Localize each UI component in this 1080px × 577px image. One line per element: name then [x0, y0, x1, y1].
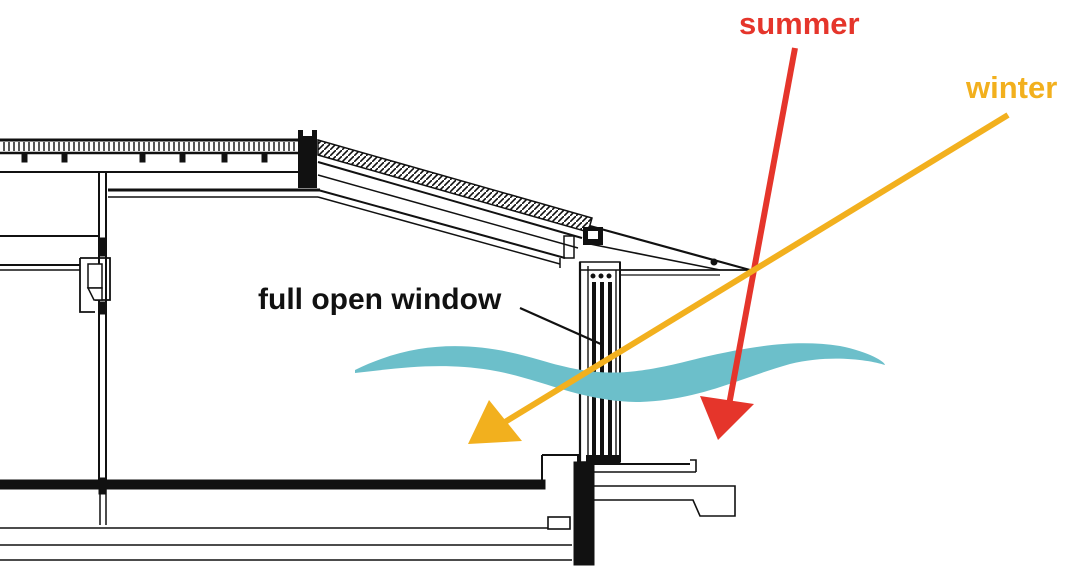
summer-sun-ray: [700, 47, 798, 440]
ridge-beam: [298, 130, 317, 188]
ceiling: [108, 188, 320, 198]
winter-sun-ray: [468, 112, 1010, 444]
summer-label: summer: [739, 6, 860, 41]
window-leader-line: [519, 306, 604, 347]
flat-roof: [0, 138, 305, 173]
left-interior: [0, 172, 111, 495]
foundation-wall: [541, 454, 595, 566]
window-label: full open window: [258, 283, 502, 316]
roof-insulation-ticks: [3, 142, 300, 151]
breeze-wave: [355, 343, 885, 402]
winter-label: winter: [965, 70, 1057, 105]
sloped-roof: [317, 139, 752, 276]
exterior-deck: [594, 459, 736, 517]
floor-slab: [0, 479, 572, 561]
